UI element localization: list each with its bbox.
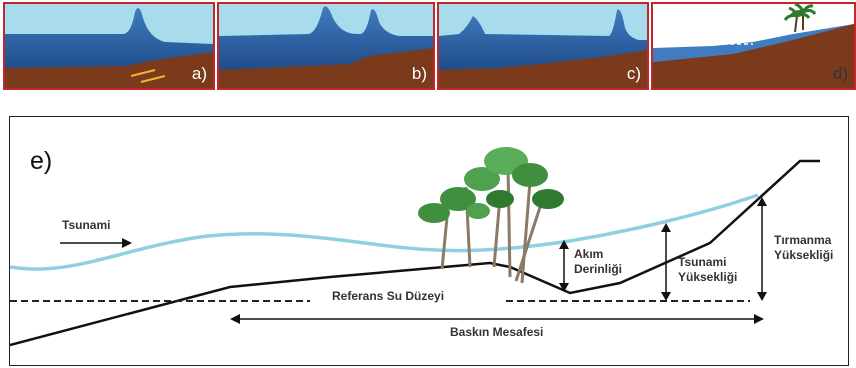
inundation-diagram-graphic — [10, 147, 820, 347]
flow-depth-label: Akım Derinliği — [574, 247, 623, 276]
panel-c-illustration — [439, 4, 647, 88]
reference-level-label: Referans Su Düzeyi — [332, 289, 445, 303]
panel-c-label: c) — [626, 64, 641, 83]
runup-height-label: Tırmanma Yüksekliği — [774, 233, 834, 262]
panel-b: b) — [217, 2, 435, 90]
panel-c: c) — [437, 2, 649, 90]
runup-height-arrow-icon — [757, 197, 767, 301]
panel-a-label: a) — [191, 64, 207, 83]
panel-e-label: e) — [30, 147, 53, 175]
panel-a-illustration — [5, 4, 213, 88]
fault-arrow-icon — [130, 69, 156, 77]
palm-tree-icon — [783, 4, 817, 33]
inundation-diagram: e) Tsunami Referans Su Düzeyi Akım Derin… — [9, 116, 849, 366]
tsunami-height-label: Tsunami Yüksekliği — [678, 255, 738, 284]
inundation-distance-arrow-icon — [230, 314, 764, 324]
flow-depth-arrow-icon — [559, 240, 569, 292]
panel-a: a) — [3, 2, 215, 90]
panel-d-label: d) — [832, 64, 848, 83]
tsunami-water-surface — [10, 193, 759, 271]
panel-b-label: b) — [411, 64, 427, 83]
ground-profile — [10, 159, 820, 347]
tsunami-label: Tsunami — [62, 218, 111, 232]
tsunami-height-arrow-icon — [661, 223, 671, 301]
panel-d: d) — [651, 2, 856, 90]
trees-icon — [418, 147, 564, 284]
tsunami-direction-arrow-icon — [60, 238, 132, 248]
panel-d-illustration — [653, 4, 854, 88]
panel-b-illustration — [219, 4, 433, 88]
inundation-distance-label: Baskın Mesafesi — [450, 325, 544, 339]
